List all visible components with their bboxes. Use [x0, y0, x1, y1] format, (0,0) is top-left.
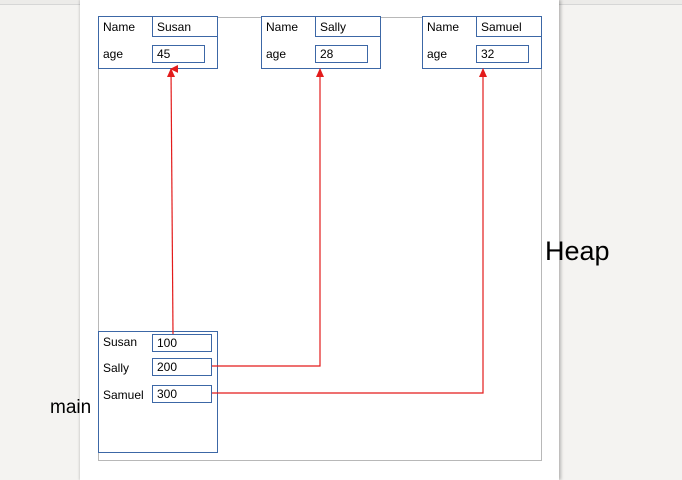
name-label: Name [266, 20, 299, 34]
var-value-susan: 100 [152, 334, 212, 352]
name-value-field: Susan [152, 17, 217, 37]
arrowhead-susan [167, 68, 175, 77]
age-label: age [266, 47, 287, 61]
age-value-field: 45 [152, 45, 205, 63]
arrow-sally [212, 69, 321, 367]
var-value-samuel: 300 [152, 385, 212, 403]
age-label: age [427, 47, 448, 61]
var-label-susan: Susan [103, 335, 138, 349]
heap-object-susan[interactable]: Name Susan age 45 [98, 16, 218, 69]
heap-label: Heap [545, 236, 610, 266]
main-stack-frame[interactable]: Susan 100 Sally 200 Samuel 300 [98, 331, 218, 453]
var-label-samuel: Samuel [103, 388, 144, 402]
var-value-sally: 200 [152, 358, 212, 376]
name-value-field: Sally [315, 17, 380, 37]
heap-object-sally[interactable]: Name Sally age 28 [261, 16, 381, 69]
name-value-field: Samuel [476, 17, 541, 37]
heap-object-samuel[interactable]: Name Samuel age 32 [422, 16, 542, 69]
name-label: Name [427, 20, 460, 34]
arrowhead-samuel [479, 68, 487, 77]
age-value-field: 32 [476, 45, 529, 63]
arrow-samuel [212, 69, 484, 394]
arrowhead-sally [316, 68, 324, 77]
name-label: Name [103, 20, 136, 34]
var-label-sally: Sally [103, 361, 130, 375]
age-label: age [103, 47, 124, 61]
arrow-susan [170, 64, 179, 335]
main-label: main [50, 397, 92, 418]
age-value-field: 28 [315, 45, 368, 63]
